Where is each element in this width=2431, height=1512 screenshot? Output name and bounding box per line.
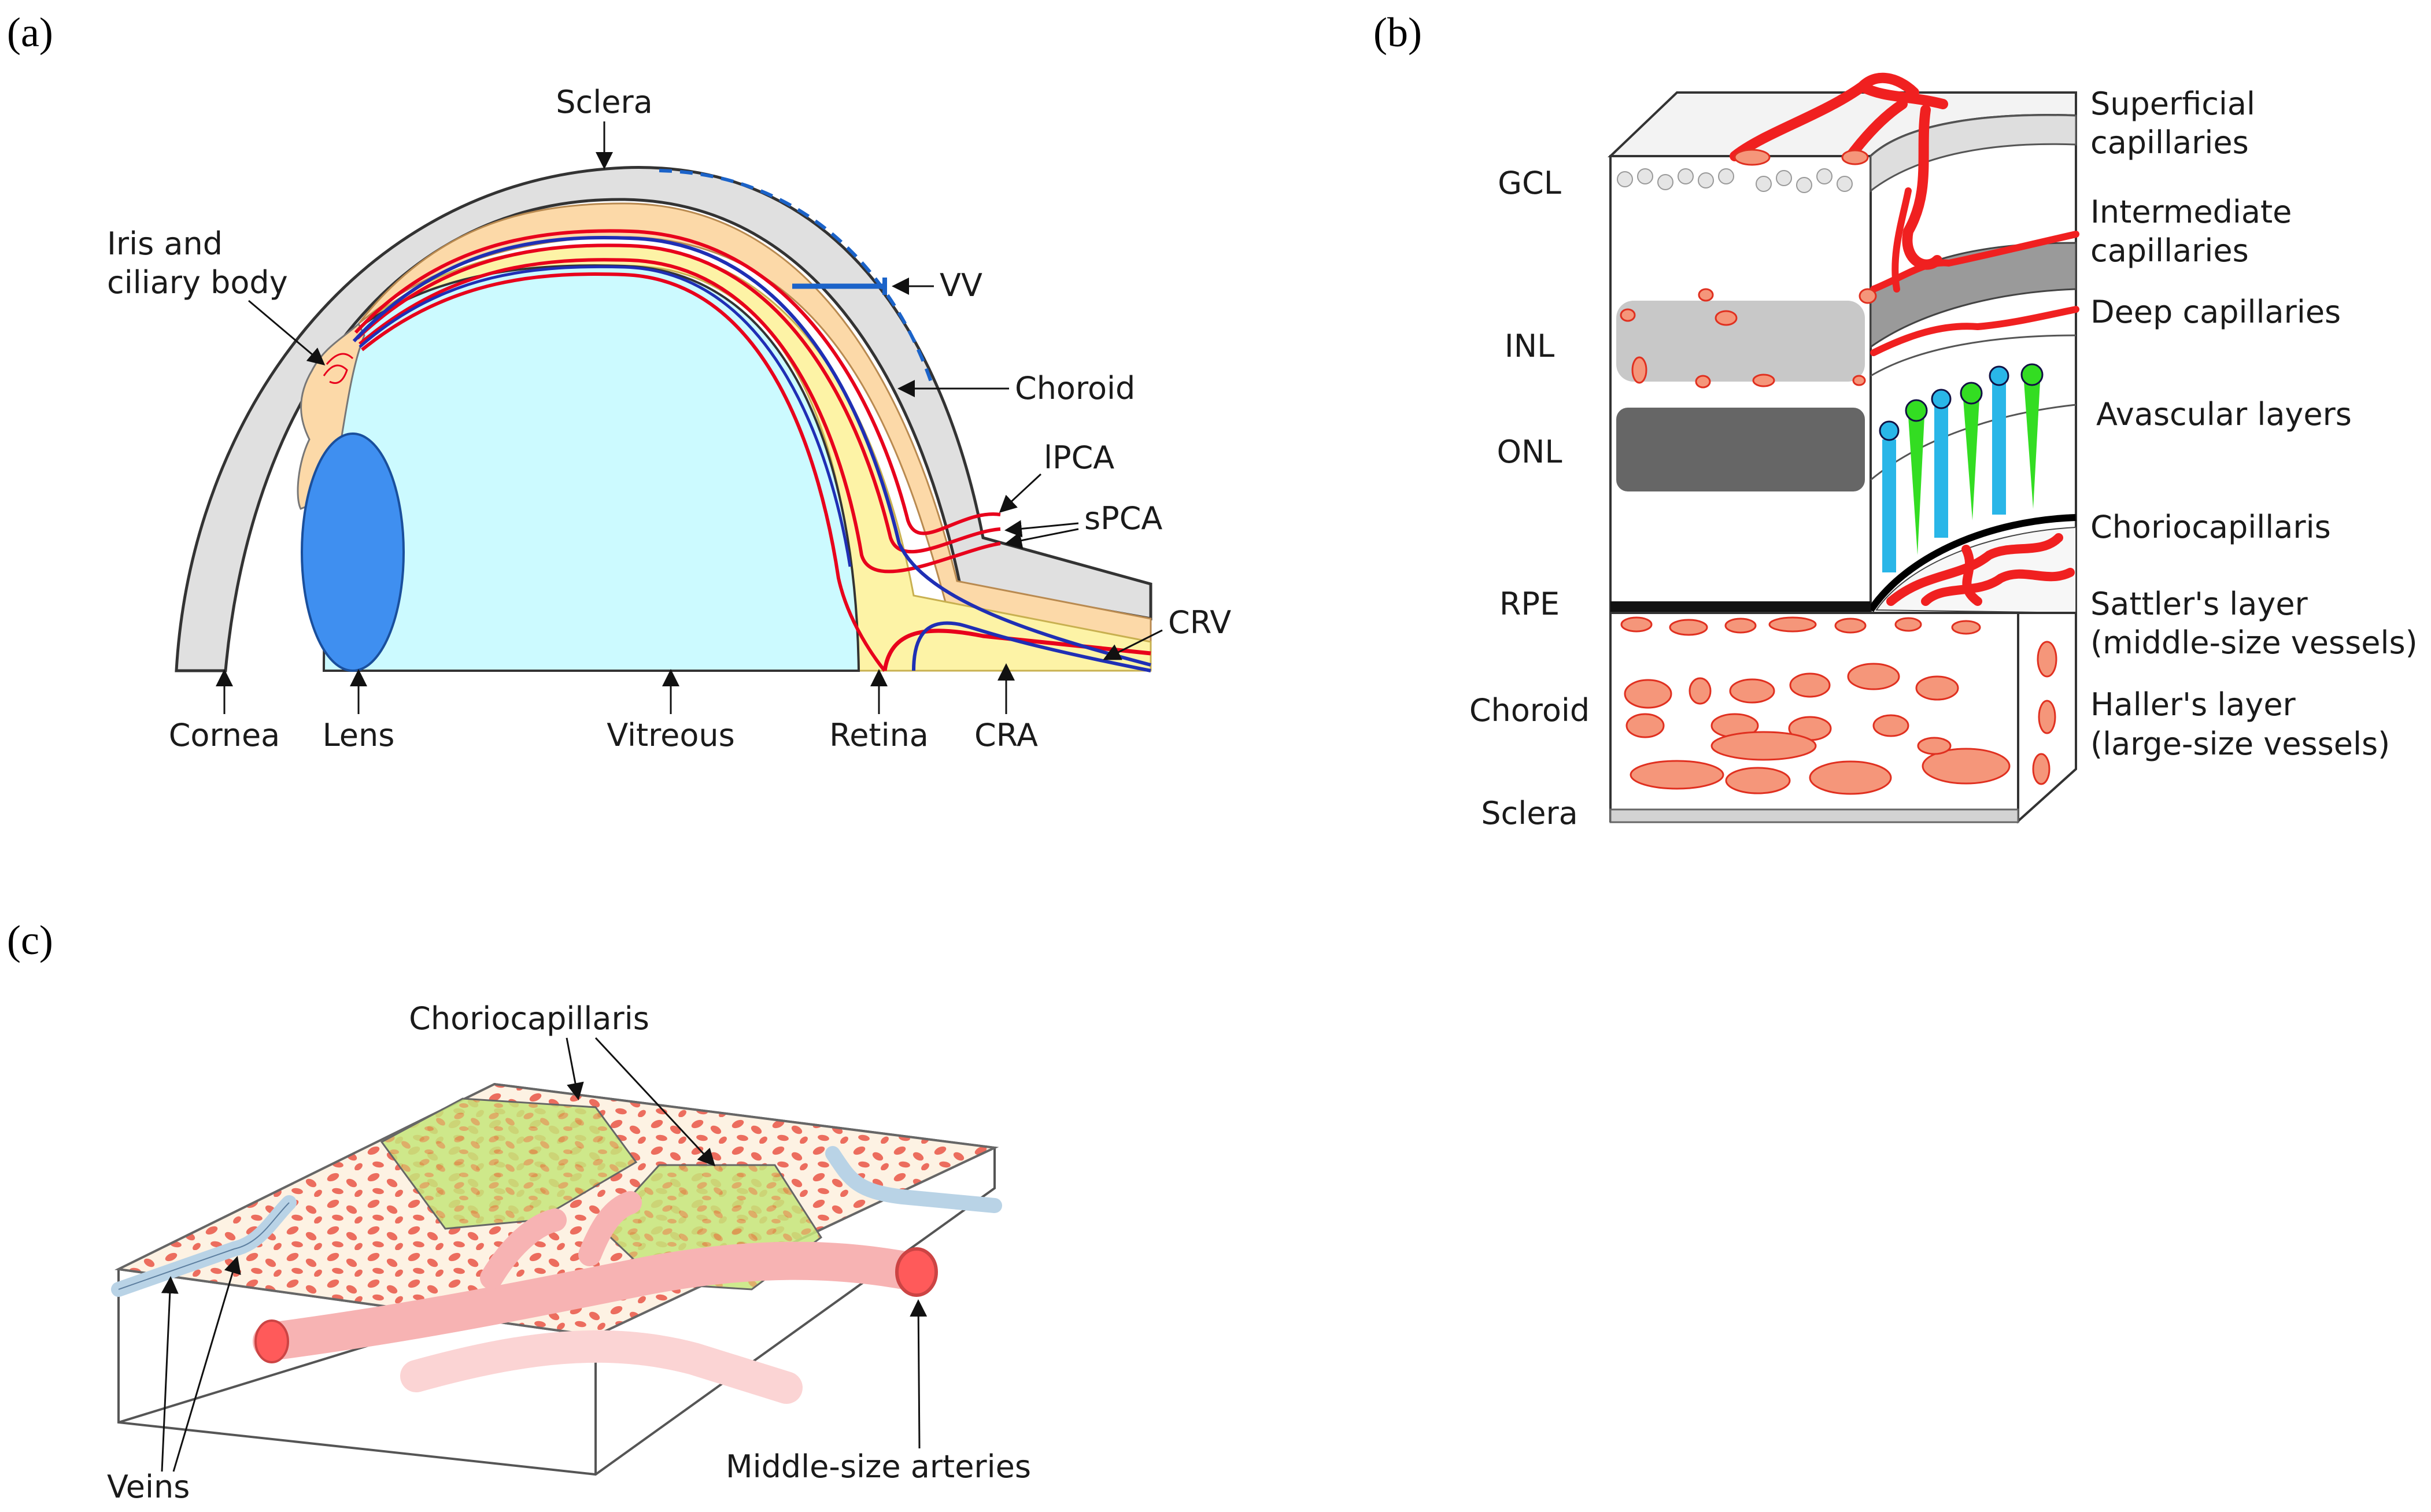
side-divider-1	[1870, 334, 2077, 377]
cra-vessel	[882, 629, 1151, 671]
label-choriocapillaris-b: Choriocapillaris	[2090, 509, 2331, 545]
panel-a-tag: (a)	[7, 9, 53, 56]
artery-vessel-4	[361, 272, 886, 672]
vein-vessel-1	[352, 235, 1151, 667]
label-spca: sPCA	[1084, 500, 1162, 537]
intermediate-capillaries	[1870, 187, 2079, 293]
label-choroid: Choroid	[1015, 370, 1135, 406]
label-gcl: GCL	[1498, 165, 1561, 201]
label-inl: INL	[1505, 328, 1554, 364]
label-sattler-1: Sattler's layer	[2090, 586, 2308, 622]
sclera-strip	[1609, 808, 2019, 823]
artery-branch-2	[578, 1191, 642, 1266]
label-intermediate-2: capillaries	[2090, 232, 2249, 269]
superficial-capillaries	[1730, 72, 1948, 270]
deep-capillaries	[1870, 306, 2079, 356]
inl-red-cells	[1620, 288, 1877, 389]
sclera-dashed-outline	[659, 169, 933, 382]
choriocapillaris-curve	[1868, 514, 2077, 612]
artery-end-right	[895, 1247, 938, 1297]
label-vitreous: Vitreous	[607, 717, 735, 753]
panel-b: (b)	[1373, 9, 2418, 831]
artery-branch-1	[480, 1208, 567, 1289]
artery-main	[253, 1241, 933, 1361]
label-superficial-2: capillaries	[2090, 124, 2249, 161]
lens-shape	[301, 432, 405, 672]
artery-vessel-3	[359, 258, 1001, 574]
vein-vessel-2	[359, 265, 852, 567]
artery-vessel-2	[356, 243, 1001, 554]
panel-c: (c) Choriocapillaris Veins Middle-size a…	[7, 917, 1031, 1505]
label-choriocapillaris-c: Choriocapillaris	[409, 1000, 649, 1037]
superficial-capillary-cap-1	[1734, 149, 1771, 166]
label-cornea: Cornea	[169, 717, 280, 753]
label-vv: VV	[940, 267, 982, 304]
label-haller-2: (large-size vessels)	[2090, 726, 2390, 762]
photoreceptors	[1879, 363, 2044, 572]
label-rpe: RPE	[1499, 586, 1560, 622]
label-choroid-b: Choroid	[1469, 692, 1590, 729]
label-arteries: Middle-size arteries	[726, 1448, 1031, 1485]
cc-lobule-1	[380, 1097, 638, 1230]
label-cra: CRA	[974, 717, 1038, 753]
label-veins: Veins	[107, 1469, 190, 1505]
label-superficial-1: Superficial	[2090, 86, 2255, 122]
label-avascular: Avascular layers	[2096, 396, 2352, 432]
label-onl: ONL	[1497, 434, 1562, 470]
superficial-capillary-cap-2	[1841, 149, 1869, 165]
artery-lower	[400, 1330, 803, 1404]
vein-right	[825, 1146, 1002, 1213]
label-deep: Deep capillaries	[2090, 294, 2341, 330]
panel-b-tag: (b)	[1373, 9, 1422, 56]
crv-vessel	[912, 621, 1151, 672]
label-sclera-b: Sclera	[1481, 795, 1577, 831]
rpe-layer	[1610, 601, 1871, 613]
label-retina: Retina	[829, 717, 929, 753]
choroid-vessels	[1620, 616, 2057, 795]
ciliary-vessels	[323, 353, 354, 384]
label-lens: Lens	[323, 717, 395, 753]
artery-end-left	[254, 1319, 289, 1363]
panel-a: (a) Sclera Iris and ciliary body	[7, 9, 1231, 753]
panel-c-tag: (c)	[7, 917, 53, 963]
label-lpca: lPCA	[1044, 439, 1114, 476]
choriocapillaris-red-1	[1886, 533, 2075, 606]
onl-cells	[1616, 408, 1865, 491]
artery-vessel-1	[354, 229, 1001, 535]
label-crv: CRV	[1168, 604, 1231, 641]
label-haller-1: Haller's layer	[2090, 686, 2296, 723]
inl-cells	[1616, 301, 1865, 382]
label-intermediate-1: Intermediate	[2090, 194, 2292, 230]
label-iris-1: Iris and	[107, 225, 223, 262]
gcl-cells	[1617, 168, 1853, 193]
vein-left-edge	[118, 1202, 290, 1290]
label-iris-2: ciliary body	[107, 264, 288, 301]
label-sclera: Sclera	[556, 84, 652, 120]
label-sattler-2: (middle-size vessels)	[2090, 624, 2418, 661]
